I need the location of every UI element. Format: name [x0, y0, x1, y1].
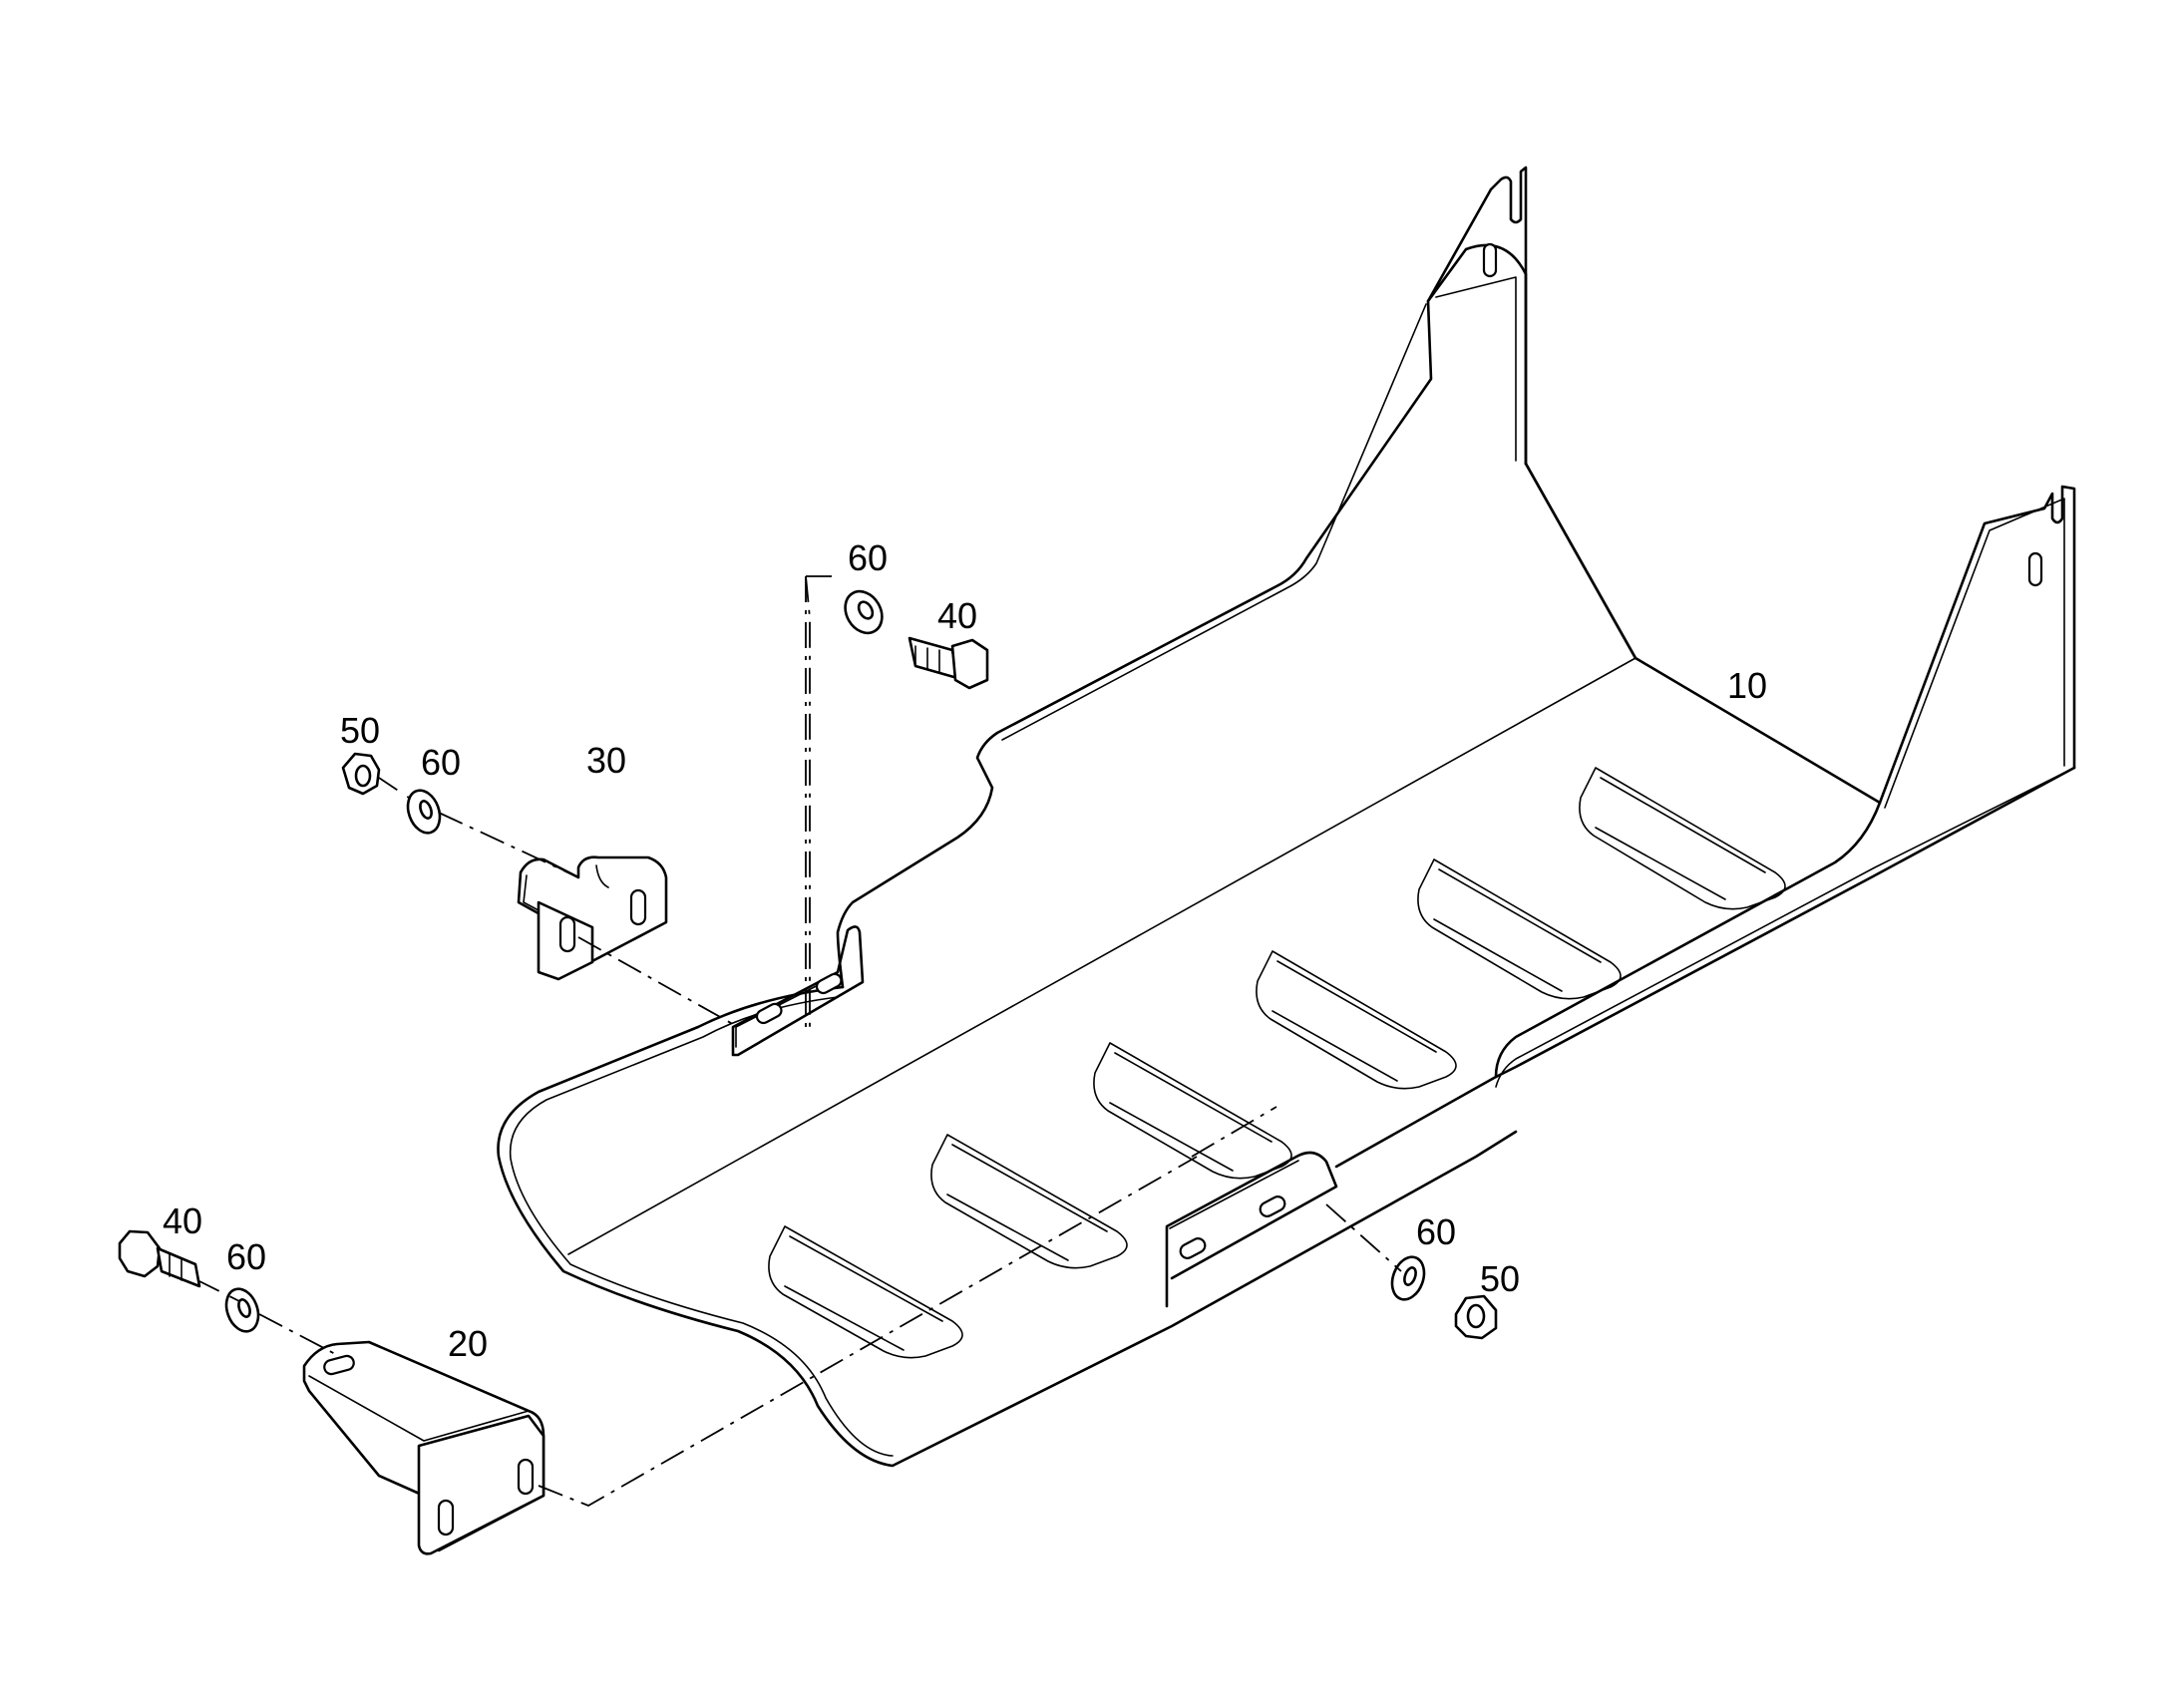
washer-60-right: [1390, 1255, 1426, 1301]
floor-slot: [1579, 767, 1786, 910]
floor-slot: [768, 1225, 963, 1359]
floor-slot: [1417, 858, 1622, 1000]
washer-60-left: [406, 789, 442, 835]
floor-slot: [1256, 950, 1457, 1090]
callout-60-lower-left: 60: [226, 1236, 266, 1277]
nut-50-left: [341, 752, 381, 796]
nut-50-right: [1454, 1294, 1498, 1340]
callout-60-right: 60: [1416, 1211, 1456, 1252]
callout-50-right: 50: [1480, 1258, 1520, 1299]
washer-60-lower-left: [224, 1287, 260, 1333]
floor-slot: [930, 1134, 1128, 1269]
part-10-skid-plate: [497, 166, 2076, 1468]
callout-60-upper: 60: [848, 537, 888, 578]
assembly-lines: [198, 575, 1402, 1507]
washer-60-upper: [844, 589, 884, 635]
callout-60-left: 60: [421, 742, 461, 783]
callout-50-left: 50: [340, 710, 380, 751]
callout-20: 20: [448, 1323, 488, 1364]
bolt-40-upper: [908, 636, 989, 690]
part-20-bracket: [302, 1340, 545, 1555]
callout-40-upper: 40: [937, 595, 977, 636]
callout-40-lower: 40: [163, 1200, 202, 1241]
part-30-bracket: [517, 855, 668, 981]
floor-slot: [1093, 1042, 1292, 1180]
callout-30: 30: [586, 740, 626, 781]
bolt-40-lower: [118, 1229, 201, 1288]
callout-10: 10: [1727, 665, 1767, 706]
